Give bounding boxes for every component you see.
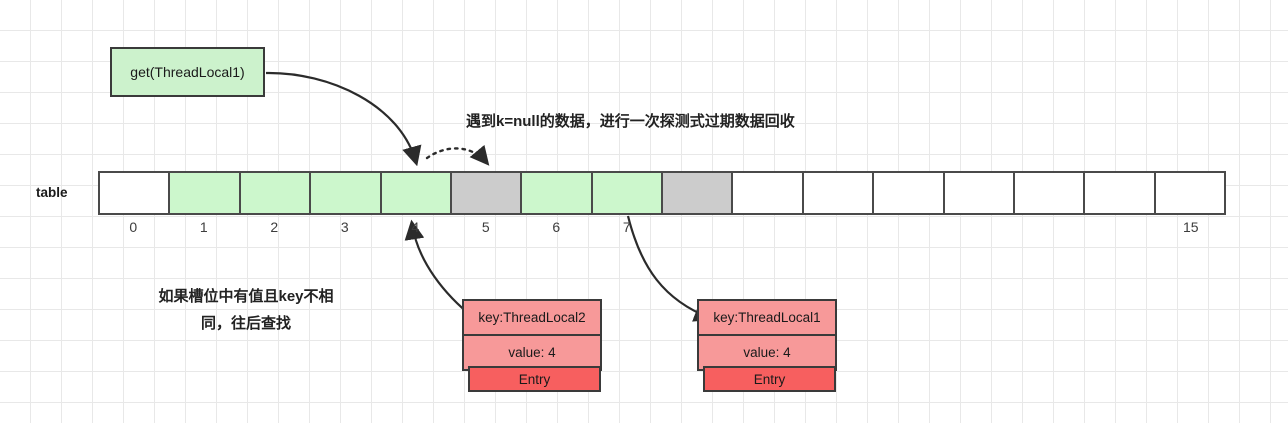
- call-box-label: get(ThreadLocal1): [130, 64, 245, 80]
- entry-left-value: value: 4: [508, 345, 556, 360]
- note-linear-probe-line2: 同，往后查找: [200, 315, 291, 332]
- table-index-10: [803, 219, 874, 241]
- table-slot-15[interactable]: [1155, 173, 1224, 213]
- table-index-8: [662, 219, 733, 241]
- table-index-4: 4: [411, 219, 420, 235]
- table-slot-10[interactable]: [803, 173, 875, 213]
- table-index-9: [733, 219, 804, 241]
- table-slot-1[interactable]: [170, 173, 241, 213]
- entry-left-kv: key:ThreadLocal2 value: 4: [462, 299, 602, 371]
- table-slot-0[interactable]: [100, 173, 171, 213]
- table-slot-3[interactable]: [311, 173, 382, 213]
- table-slot-9[interactable]: [733, 173, 804, 213]
- table-index-0: 0: [129, 219, 138, 235]
- arrow-probe-slot4-to-slot5: [425, 144, 490, 166]
- entry-left-key: key:ThreadLocal2: [464, 301, 600, 336]
- table-slot-12[interactable]: [944, 173, 1015, 213]
- table-row: [98, 171, 1226, 215]
- table-label: table: [36, 185, 68, 200]
- table-index-11: [874, 219, 945, 241]
- table-slot-13[interactable]: [1014, 173, 1086, 213]
- table-index-3: 3: [340, 219, 349, 235]
- note-linear-probe-line1: 如果槽位中有值且key不相: [158, 288, 334, 305]
- table-index-12: [944, 219, 1015, 241]
- table-slot-2[interactable]: [240, 173, 312, 213]
- entry-right-kv: key:ThreadLocal1 value: 4: [697, 299, 837, 371]
- table-index-6: 6: [552, 219, 561, 235]
- table-slot-7[interactable]: [592, 173, 663, 213]
- table-index-15: 15: [1182, 219, 1199, 235]
- table-slot-5[interactable]: [451, 173, 523, 213]
- table-slot-14[interactable]: [1085, 173, 1156, 213]
- entry-right-tab: Entry: [703, 366, 836, 392]
- table-index-14: [1085, 219, 1156, 241]
- arrow-call-to-slot4: [265, 71, 422, 167]
- entry-right-key: key:ThreadLocal1: [699, 301, 835, 336]
- table-index-1: 1: [199, 219, 208, 235]
- table-index-5: 5: [481, 219, 490, 235]
- entry-left-tab: Entry: [468, 366, 601, 392]
- table-index-2: 2: [270, 219, 279, 235]
- get-threadlocal1-box[interactable]: get(ThreadLocal1): [110, 47, 265, 97]
- note-linear-probe: 如果槽位中有值且key不相 同，往后查找: [112, 283, 380, 337]
- table-slot-11[interactable]: [874, 173, 945, 213]
- table-slot-4[interactable]: [381, 173, 452, 213]
- table-slot-8[interactable]: [663, 173, 734, 213]
- arrow-slot7-to-entry-right: [626, 215, 715, 322]
- table-index-13: [1015, 219, 1086, 241]
- entry-right-value: value: 4: [743, 345, 791, 360]
- table-index-7: 7: [622, 219, 631, 235]
- note-stale-entry-cleanup: 遇到k=null的数据，进行一次探测式过期数据回收: [466, 113, 795, 130]
- table-index-labels: 0 1 2 3 4 5 6 7 15: [98, 219, 1226, 241]
- table-slot-6[interactable]: [522, 173, 593, 213]
